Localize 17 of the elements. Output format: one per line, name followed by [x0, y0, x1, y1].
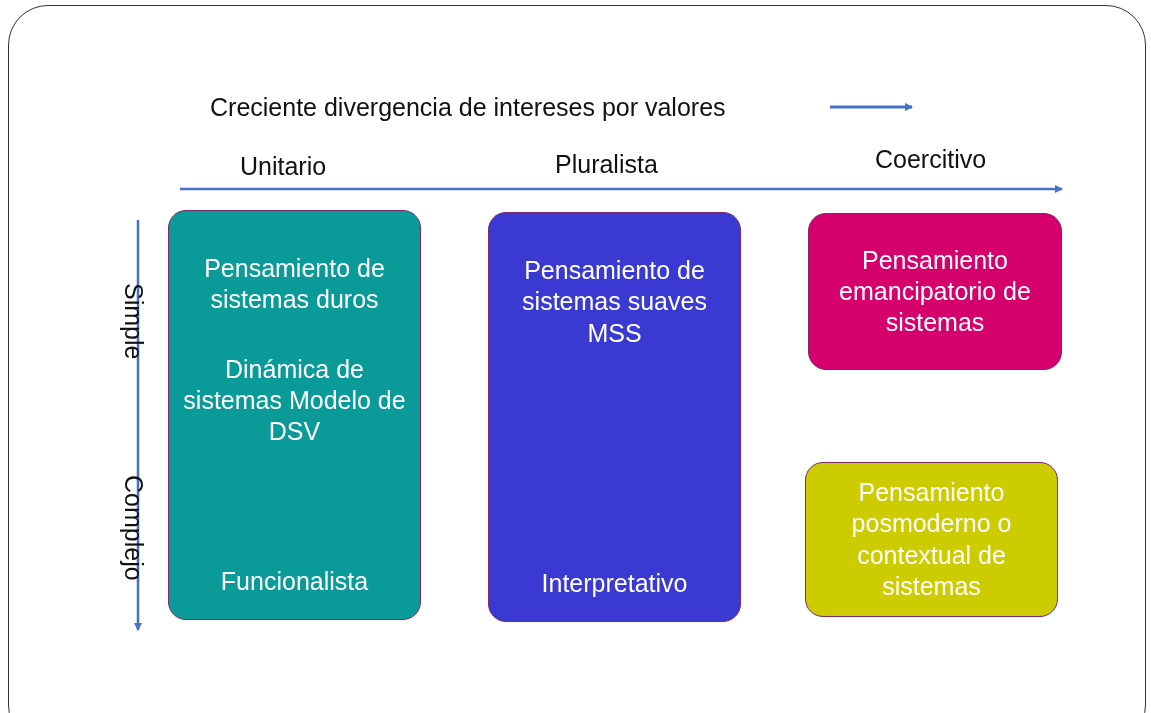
- category-box: [168, 210, 421, 620]
- axis-label: Complejo: [119, 475, 148, 581]
- title: Creciente divergencia de intereses por valores: [210, 93, 726, 122]
- category-box: [805, 462, 1058, 617]
- axis-label: Simple: [119, 283, 148, 360]
- box-text: Pensamiento posmoderno o contextual de sistemas: [850, 477, 1013, 602]
- category-box: [808, 213, 1062, 370]
- box-text: Pensamiento de sistemas duros: [203, 253, 386, 316]
- column-label: Pluralista: [555, 150, 658, 179]
- column-label: Unitario: [240, 152, 327, 181]
- box-text: Pensamiento de sistemas suaves MSS: [521, 255, 708, 349]
- category-box: [488, 212, 741, 622]
- column-label: Coercitivo: [875, 145, 987, 174]
- box-text: Dinámica de sistemas Modelo de DSV: [182, 353, 407, 447]
- box-text: Interpretativo: [541, 567, 688, 599]
- box-text: Funcionalista: [220, 565, 369, 597]
- box-text: Pensamiento emancipatorio de sistemas: [838, 244, 1032, 339]
